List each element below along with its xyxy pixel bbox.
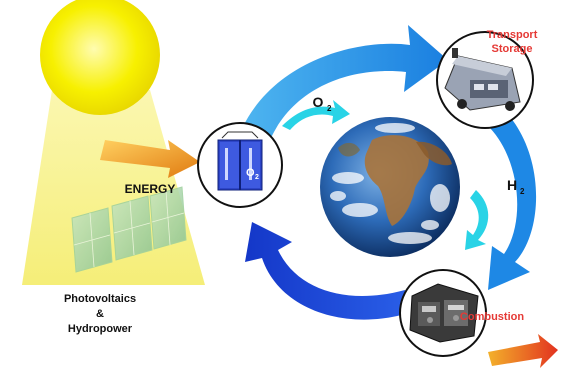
- combustion-label: Combustion: [460, 311, 524, 323]
- solar-panel-icon: [71, 186, 187, 273]
- energy-label: ENERGY: [125, 182, 176, 196]
- hydropower-label: Hydropower: [68, 323, 133, 335]
- sun-beam: [22, 90, 205, 285]
- energy-arrow-icon: [100, 140, 200, 178]
- electrolyzer-node: O 2: [197, 122, 283, 208]
- cycle-arrow-right: [488, 108, 537, 290]
- o2-arrow-icon: [282, 100, 350, 130]
- transport-label: Transport: [487, 29, 538, 41]
- cell-subscript: 2: [255, 174, 259, 181]
- h2-subscript: 2: [520, 187, 525, 196]
- ampersand-label: &: [96, 308, 104, 320]
- combustion-node: [399, 269, 487, 357]
- h2-label: H: [507, 177, 517, 193]
- output-energy-arrow-icon: [488, 334, 558, 368]
- sun-icon: [40, 0, 160, 115]
- o2-subscript: 2: [327, 104, 332, 113]
- h2-arrow-icon: [465, 190, 489, 250]
- o2-label: O: [313, 94, 324, 110]
- transport-storage-node: [436, 31, 534, 129]
- earth-icon: [320, 117, 460, 257]
- cycle-arrow-top: [238, 25, 448, 145]
- cycle-arrow-bottom: [245, 222, 412, 320]
- storage-label: Storage: [492, 43, 533, 55]
- cell-label: O: [246, 167, 255, 179]
- photovoltaics-label: Photovoltaics: [64, 293, 136, 305]
